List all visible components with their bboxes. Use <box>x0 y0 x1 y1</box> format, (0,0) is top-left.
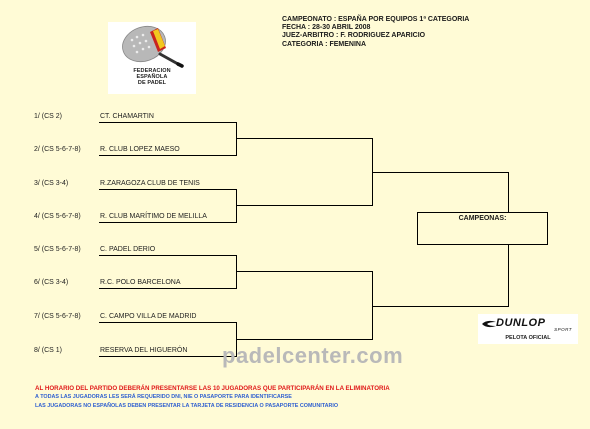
team-4: R. CLUB MARÍTIMO DE MELILLA <box>100 213 207 220</box>
watermark: padelcenter.com <box>222 343 404 368</box>
date-line: FECHA : 28-30 ABRIL 2008 <box>282 24 371 32</box>
dunlop-arrow-icon <box>482 320 496 328</box>
federation-name-line-2: ESPAÑOLA <box>136 74 168 81</box>
seed-2: 2/ (CS 5-6-7-8) <box>34 146 81 153</box>
note-line-2: A TODAS LAS JUGADORAS LES SERÁ REQUERIDO… <box>35 394 292 400</box>
team-5: C. PADEL DERIO <box>100 246 156 253</box>
seed-8: 8/ (CS 1) <box>34 347 63 354</box>
federation-name: FEDERACION ESPAÑOLA DE PADEL <box>108 68 196 87</box>
category-line: CATEGORIA : FEMENINA <box>282 40 366 48</box>
champion-label: CAMPEONAS: <box>458 215 507 222</box>
seed-7: 7/ (CS 5-6-7-8) <box>34 313 81 320</box>
champion-box: CAMPEONAS: <box>417 212 548 245</box>
sponsor-logo: DUNLOP SPORT PELOTA OFICIAL <box>478 314 578 344</box>
federation-name-line-1: FEDERACION <box>133 68 171 74</box>
sponsor-brand-sub: SPORT <box>554 327 572 332</box>
padel-racket-icon <box>122 25 184 68</box>
team-8: RESERVA DEL HIGUERÓN <box>100 347 188 354</box>
team-6: R.C. POLO BARCELONA <box>100 279 181 286</box>
sponsor-caption: PELOTA OFICIAL <box>505 335 551 341</box>
seed-4: 4/ (CS 5-6-7-8) <box>34 213 81 220</box>
note-line-1: AL HORARIO DEL PARTIDO DEBERÁN PRESENTAR… <box>35 385 390 392</box>
seed-5: 5/ (CS 5-6-7-8) <box>34 246 81 253</box>
seed-3: 3/ (CS 3-4) <box>34 180 69 187</box>
tournament-header: CAMPEONATO : ESPAÑA POR EQUIPOS 1ª CATEG… <box>282 16 469 49</box>
sponsor-brand: DUNLOP <box>496 317 546 329</box>
championship-line: CAMPEONATO : ESPAÑA POR EQUIPOS 1ª CATEG… <box>282 16 470 23</box>
team-1: CT. CHAMARTIN <box>100 113 154 120</box>
note-line-3: LAS JUGADORAS NO ESPAÑOLAS DEBEN PRESENT… <box>35 402 339 409</box>
federation-name-line-3: DE PADEL <box>137 80 167 87</box>
federation-logo: FEDERACION ESPAÑOLA DE PADEL <box>108 22 196 94</box>
team-2: R. CLUB LOPEZ MAESO <box>100 146 180 153</box>
team-7: C. CAMPO VILLA DE MADRID <box>100 313 197 320</box>
seed-1: 1/ (CS 2) <box>34 113 63 120</box>
team-3: R.ZARAGOZA CLUB DE TENIS <box>100 180 200 187</box>
notes: AL HORARIO DEL PARTIDO DEBERÁN PRESENTAR… <box>35 384 390 410</box>
referee-line: JUEZ-ARBITRO : F. RODRIGUEZ APARICIO <box>282 32 426 40</box>
seed-6: 6/ (CS 3-4) <box>34 279 69 286</box>
